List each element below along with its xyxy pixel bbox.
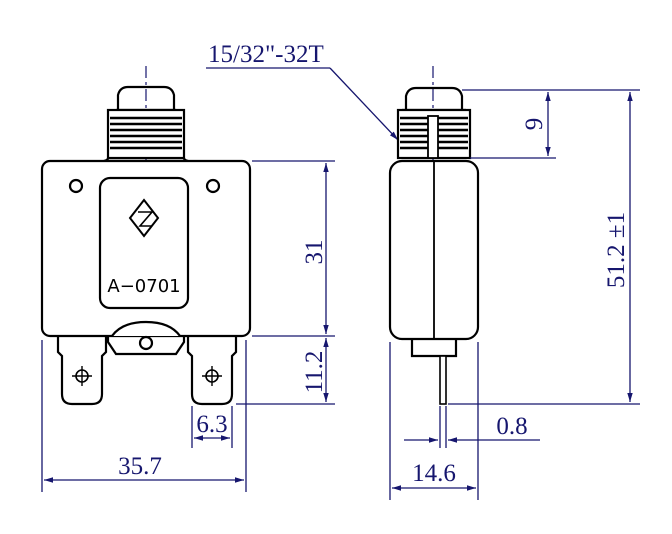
bottom-mount-tab [111, 320, 181, 337]
side-view [388, 66, 480, 405]
side-button-cap [404, 86, 464, 110]
dim-35-7: 35.7 [118, 453, 162, 480]
dim-6-3: 6.3 [196, 411, 227, 438]
front-button-cap [116, 85, 176, 110]
dim-11-2: 11.2 [301, 351, 328, 394]
dim-0-8: 0.8 [496, 413, 527, 440]
mount-hole-bottom [138, 335, 154, 351]
switch-logo-icon [128, 198, 160, 238]
dim-9: 9 [521, 118, 548, 131]
front-bushing [103, 108, 189, 163]
dim-51-2: 51.2 ±1 [603, 212, 630, 288]
front-dimensions [41, 67, 399, 492]
side-dimensions [389, 89, 640, 500]
terminal-left [56, 336, 108, 406]
dim-thread: 15/32"-32T [208, 41, 324, 68]
mount-hole-left [68, 178, 84, 194]
label-plate [98, 176, 190, 310]
dim-14-6: 14.6 [412, 460, 456, 487]
side-bottom-lug [410, 339, 458, 358]
front-view [40, 66, 252, 406]
mount-hole-right [205, 178, 221, 194]
side-terminal-pin [439, 355, 447, 405]
model-label: A−0701 [107, 276, 180, 297]
dim-31: 31 [301, 240, 328, 265]
side-bushing [396, 108, 472, 160]
terminal-right [186, 336, 238, 406]
